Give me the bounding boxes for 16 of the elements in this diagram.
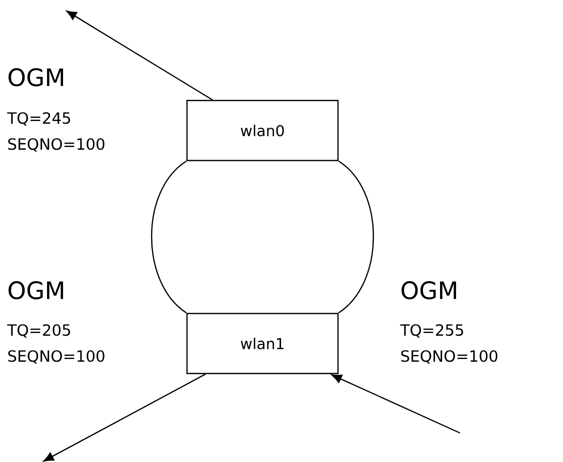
message-title: OGM bbox=[8, 68, 64, 86]
interface-box: wlan0 bbox=[186, 100, 339, 162]
message-title: OGM bbox=[402, 281, 456, 300]
interface-box: wlan1 bbox=[186, 312, 339, 374]
link-arc bbox=[151, 160, 187, 314]
arrow bbox=[66, 10, 213, 100]
message-title: OGM bbox=[8, 281, 64, 300]
message-field: SEQNO=100 bbox=[8, 138, 104, 152]
message-field: TQ=255 bbox=[400, 324, 464, 338]
message-field: TQ=245 bbox=[7, 112, 70, 126]
link-arc bbox=[338, 160, 374, 314]
arrow bbox=[331, 374, 460, 434]
message-field: SEQNO=100 bbox=[8, 350, 104, 364]
message-field: SEQNO=100 bbox=[401, 350, 498, 364]
arrow bbox=[43, 374, 206, 462]
message-field: TQ=205 bbox=[7, 324, 70, 338]
